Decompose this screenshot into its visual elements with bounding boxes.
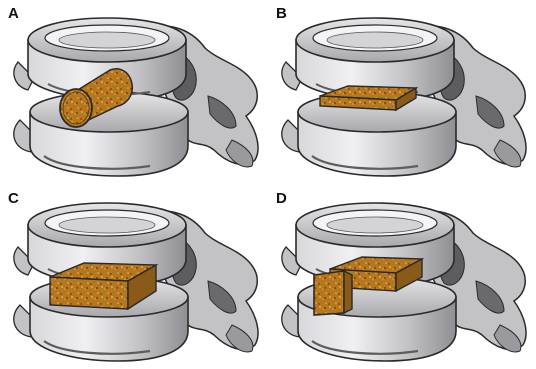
panel-a-drawing [0,0,268,184]
panel-a: A [0,0,268,184]
panel-label: D [276,190,287,207]
panel-label: C [8,190,19,207]
square-graft [314,271,352,315]
panel-d: D [268,185,536,369]
panel-label: B [276,5,287,22]
panel-d-drawing [268,185,536,369]
panel-c: C [0,185,268,369]
panel-c-drawing [0,185,268,369]
panel-label: A [8,5,19,22]
panel-b-drawing [268,0,536,184]
panel-b: B [268,0,536,184]
